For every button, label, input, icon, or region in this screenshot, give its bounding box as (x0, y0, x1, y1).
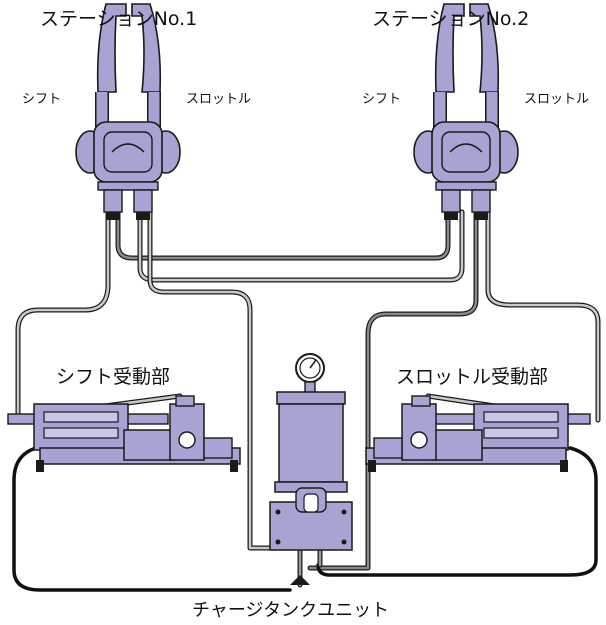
shift-unit-label: シフト受動部 (56, 366, 171, 388)
charge-tank-label: チャージタンクユニット (192, 600, 390, 621)
charge-tank-unit (269, 353, 353, 585)
shift-receiving-unit (7, 395, 241, 472)
throttle-lever-label-1: スロットル (186, 92, 252, 107)
shift-lever-label-2: シフト (362, 92, 402, 107)
control-head-station-2 (414, 4, 518, 220)
throttle-lever-label-2: スロットル (524, 92, 590, 107)
shift-lever-label-1: シフト (22, 92, 62, 107)
throttle-unit-label: スロットル受動部 (396, 366, 549, 388)
station-2-label: ステーションNo.2 (372, 8, 530, 30)
control-head-station-1 (76, 4, 180, 220)
throttle-receiving-unit (365, 395, 591, 472)
station-1-label: ステーションNo.1 (40, 8, 198, 30)
